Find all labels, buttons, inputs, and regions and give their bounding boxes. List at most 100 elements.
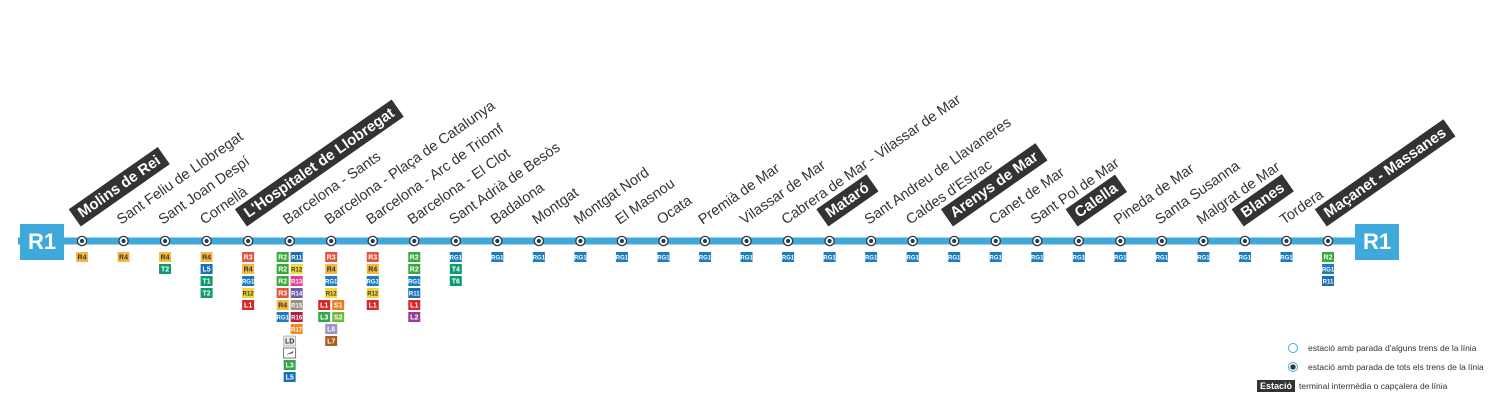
station-marker-core [744,238,749,244]
station-marker-core [827,238,832,244]
connection-badge [276,264,289,274]
connection-badge [1322,264,1334,274]
station-marker-core [578,238,583,244]
connection-badge-label: L3 [286,363,294,370]
connection-badge-label: R16 [291,316,303,322]
connection-badge-label: S1 [334,303,343,310]
connection-badge [200,288,213,298]
connection-badge-label: RG1 [1073,256,1086,262]
connection-badge-label: RG1 [1322,268,1335,274]
connection-badge [366,276,379,286]
station-marker-core [702,238,708,244]
connection-badge-label: RG1 [699,256,712,262]
connection-badge [408,288,421,298]
connection-badge-label: R12 [291,268,303,274]
connection-badge-label: R3 [278,291,287,298]
connection-badge-label: R3 [244,255,253,262]
connection-badge [948,252,961,262]
connection-badge [290,300,303,310]
connection-badge-label: RG1 [616,256,629,262]
connection-badge [574,252,587,262]
connection-badge [318,300,331,310]
connection-badge-label: R2 [410,255,419,262]
connection-badge [283,360,296,370]
terminal-box [1065,174,1128,227]
connection-badge-label: RG1 [491,256,504,262]
connection-badge-label: R12 [367,292,379,298]
connection-badge [408,312,421,322]
connection-badge [276,252,289,262]
connection-badge [290,276,303,286]
connection-badge-label: RG1 [1114,256,1127,262]
station-marker-core [204,238,209,244]
connection-badge-label: RG1 [276,316,289,322]
terminal-box [68,146,170,227]
connection-badge [290,288,303,298]
station-marker-core [370,238,375,244]
connection-badge [325,252,338,262]
connection-badge [449,252,462,262]
connection-badge-label: R2 [278,267,287,274]
connection-badge [276,312,289,322]
connection-badge [276,300,289,310]
connection-badge [449,264,462,274]
connection-badge-label: S2 [334,315,343,322]
station-marker-core [121,238,126,244]
connection-badge [159,252,172,262]
connection-badge [823,252,836,262]
connection-badge [290,252,303,262]
connection-badge [242,300,255,310]
station-marker-core [246,238,251,244]
legend-terminal-text: terminal intermèdia o capçalera de línia [1299,381,1448,391]
connection-badge [276,276,289,286]
connection-badge-label: T4 [452,267,460,274]
connection-badge-label: RG1 [1197,256,1210,262]
connection-badge-label: L1 [369,303,377,310]
connection-badge-label: R4 [119,255,128,262]
terminal-box [234,99,404,227]
connection-badge [159,264,172,274]
connection-badge [408,252,421,262]
connection-badge [1322,276,1334,286]
station-marker-core [1201,238,1206,244]
station-marker-core [993,238,998,244]
connection-badge-label: T2 [161,267,169,274]
connection-badge-label: L2 [410,315,418,322]
station-marker-core [536,238,541,244]
connection-badge [1280,252,1293,262]
station-marker-core [412,238,417,244]
connection-badge [366,300,379,310]
connection-badge [1322,252,1334,262]
connection-badge [332,312,345,322]
legend-all-text: estació amb parada de tots els trens de … [1308,362,1484,372]
connection-badge [1072,252,1085,262]
connection-badge [1031,252,1044,262]
terminal-box [940,143,1048,227]
connection-badge [1197,252,1210,262]
station-name: Maçanet - Massanes [1321,124,1450,221]
connection-badge [408,276,421,286]
station-marker-core [162,238,168,244]
connection-badge [242,288,255,298]
connection-badge-label: R12 [243,292,255,298]
station-marker-core [1035,238,1040,244]
connection-badge [1114,252,1127,262]
connection-badge [290,324,303,334]
connection-badge [532,252,545,262]
connection-badge-label: LD [285,339,294,346]
station-marker-core [952,238,957,244]
connection-badge-label: R3 [368,255,377,262]
connection-badge [782,252,795,262]
connection-badge-label: R4 [368,267,377,274]
connection-badge [325,336,338,346]
connection-badge-label: RG1 [242,280,255,286]
station-marker-core [329,238,334,244]
connection-badge [200,264,213,274]
connection-badge-label: T1 [203,279,211,286]
connection-badge [242,252,255,262]
connection-badge [740,252,753,262]
line-badge-end: R1 [1355,224,1399,260]
connection-badge [657,252,670,262]
